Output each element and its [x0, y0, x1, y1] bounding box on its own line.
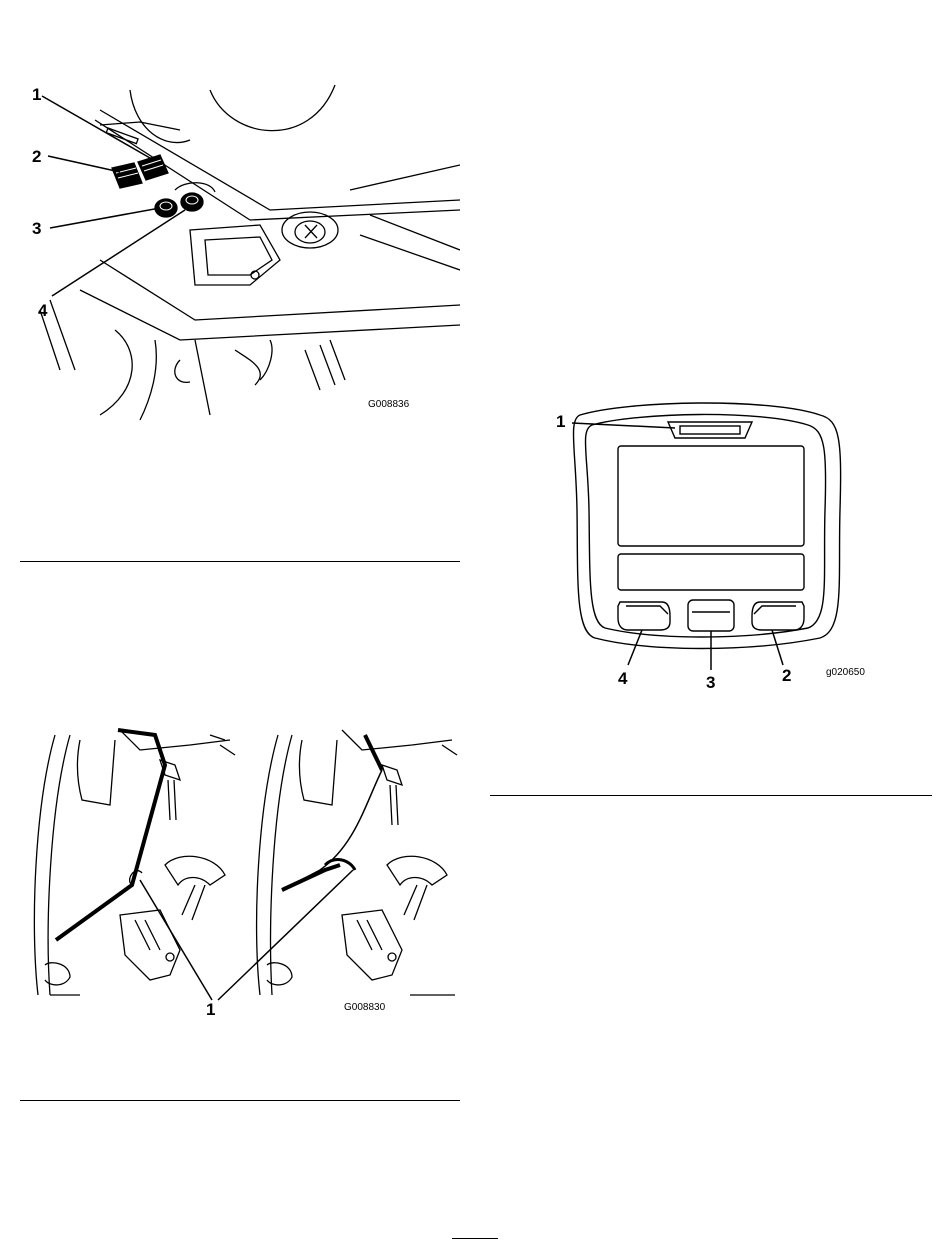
section-divider [20, 561, 460, 562]
section-divider [20, 1100, 460, 1101]
secondary-screen [618, 554, 804, 590]
rocker-switch-1 [138, 155, 168, 180]
cab-controls-illustration [20, 70, 460, 430]
callout-1: 1 [556, 413, 565, 430]
callout-3: 3 [706, 674, 715, 691]
button-4 [618, 602, 670, 630]
indicator-light [668, 422, 752, 438]
rocker-switch-2 [112, 163, 142, 188]
callout-1: 1 [32, 86, 41, 103]
door-right-view [257, 730, 457, 995]
button-3 [688, 600, 734, 631]
callout-2: 2 [32, 148, 41, 165]
footer-rule [452, 1238, 498, 1239]
figure-door: 1 G008830 [20, 725, 460, 1025]
figure-code: g020650 [826, 668, 865, 678]
display-illustration [550, 390, 880, 690]
figure-display: 1 4 3 2 g020650 [550, 390, 880, 690]
main-screen [618, 446, 804, 546]
button-2 [752, 602, 804, 630]
knob-4 [181, 193, 203, 211]
door-left-view [34, 730, 235, 995]
callout-3: 3 [32, 220, 41, 237]
figure-code: G008830 [344, 1003, 385, 1013]
callout-1: 1 [206, 1001, 215, 1018]
figure-code: G008836 [368, 400, 409, 410]
callout-4: 4 [38, 302, 47, 319]
section-divider [490, 795, 932, 796]
callout-4: 4 [618, 670, 627, 687]
figure-cab-controls: 1 2 3 4 G008836 [20, 70, 460, 430]
door-illustration [20, 725, 460, 1025]
callout-2: 2 [782, 667, 791, 684]
